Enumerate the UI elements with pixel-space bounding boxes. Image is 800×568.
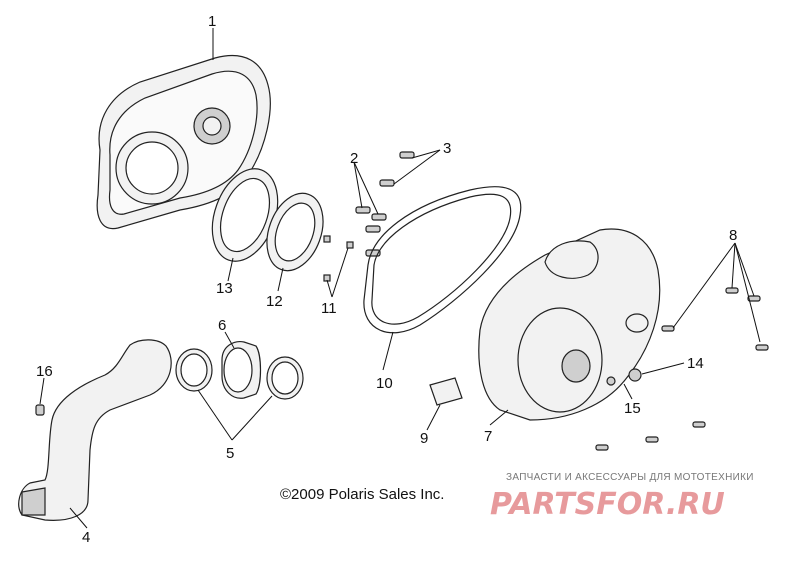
part-label-15: 15 xyxy=(624,400,641,417)
part-label-6: 6 xyxy=(218,317,226,334)
part-label-1: 1 xyxy=(208,13,216,30)
leader-lines xyxy=(39,28,761,529)
watermark: ЗАПЧАСТИ И АКСЕССУАРЫ ДЛЯ МОТОТЕХНИКИ PA… xyxy=(490,472,754,522)
duct-coupler xyxy=(221,341,262,399)
clip-16 xyxy=(35,404,45,416)
part-label-4: 4 xyxy=(82,529,90,546)
part-label-13: 13 xyxy=(216,280,233,297)
hose-clamps xyxy=(175,348,304,400)
outer-clutch-cover xyxy=(478,228,661,421)
part-label-3: 3 xyxy=(443,140,451,157)
intake-duct xyxy=(18,339,172,521)
copyright-notice: ©2009 Polaris Sales Inc. xyxy=(280,486,444,503)
part-label-5: 5 xyxy=(226,445,234,462)
part-label-16: 16 xyxy=(36,363,53,380)
watermark-tagline: ЗАПЧАСТИ И АКСЕССУАРЫ ДЛЯ МОТОТЕХНИКИ xyxy=(506,472,754,483)
part-label-14: 14 xyxy=(687,355,704,372)
part-label-8: 8 xyxy=(729,227,737,244)
drive-belt xyxy=(363,186,522,334)
part-labels: 1 2 3 4 5 6 7 8 9 10 11 12 13 14 15 16 xyxy=(36,13,737,546)
part-label-11: 11 xyxy=(321,300,337,317)
label-sticker xyxy=(429,377,463,406)
part-label-12: 12 xyxy=(266,293,283,310)
screws-11 xyxy=(323,235,354,282)
inner-clutch-cover xyxy=(96,54,271,230)
part-label-9: 9 xyxy=(420,430,428,447)
part-label-7: 7 xyxy=(484,428,492,445)
nut-14-15 xyxy=(606,368,642,386)
part-label-10: 10 xyxy=(376,375,393,392)
part-label-2: 2 xyxy=(350,150,358,167)
cover-plate xyxy=(266,192,324,272)
seal-ring xyxy=(211,168,279,262)
bolts-2-3 xyxy=(355,151,415,257)
watermark-logo: PARTSFOR.RU xyxy=(490,487,725,522)
